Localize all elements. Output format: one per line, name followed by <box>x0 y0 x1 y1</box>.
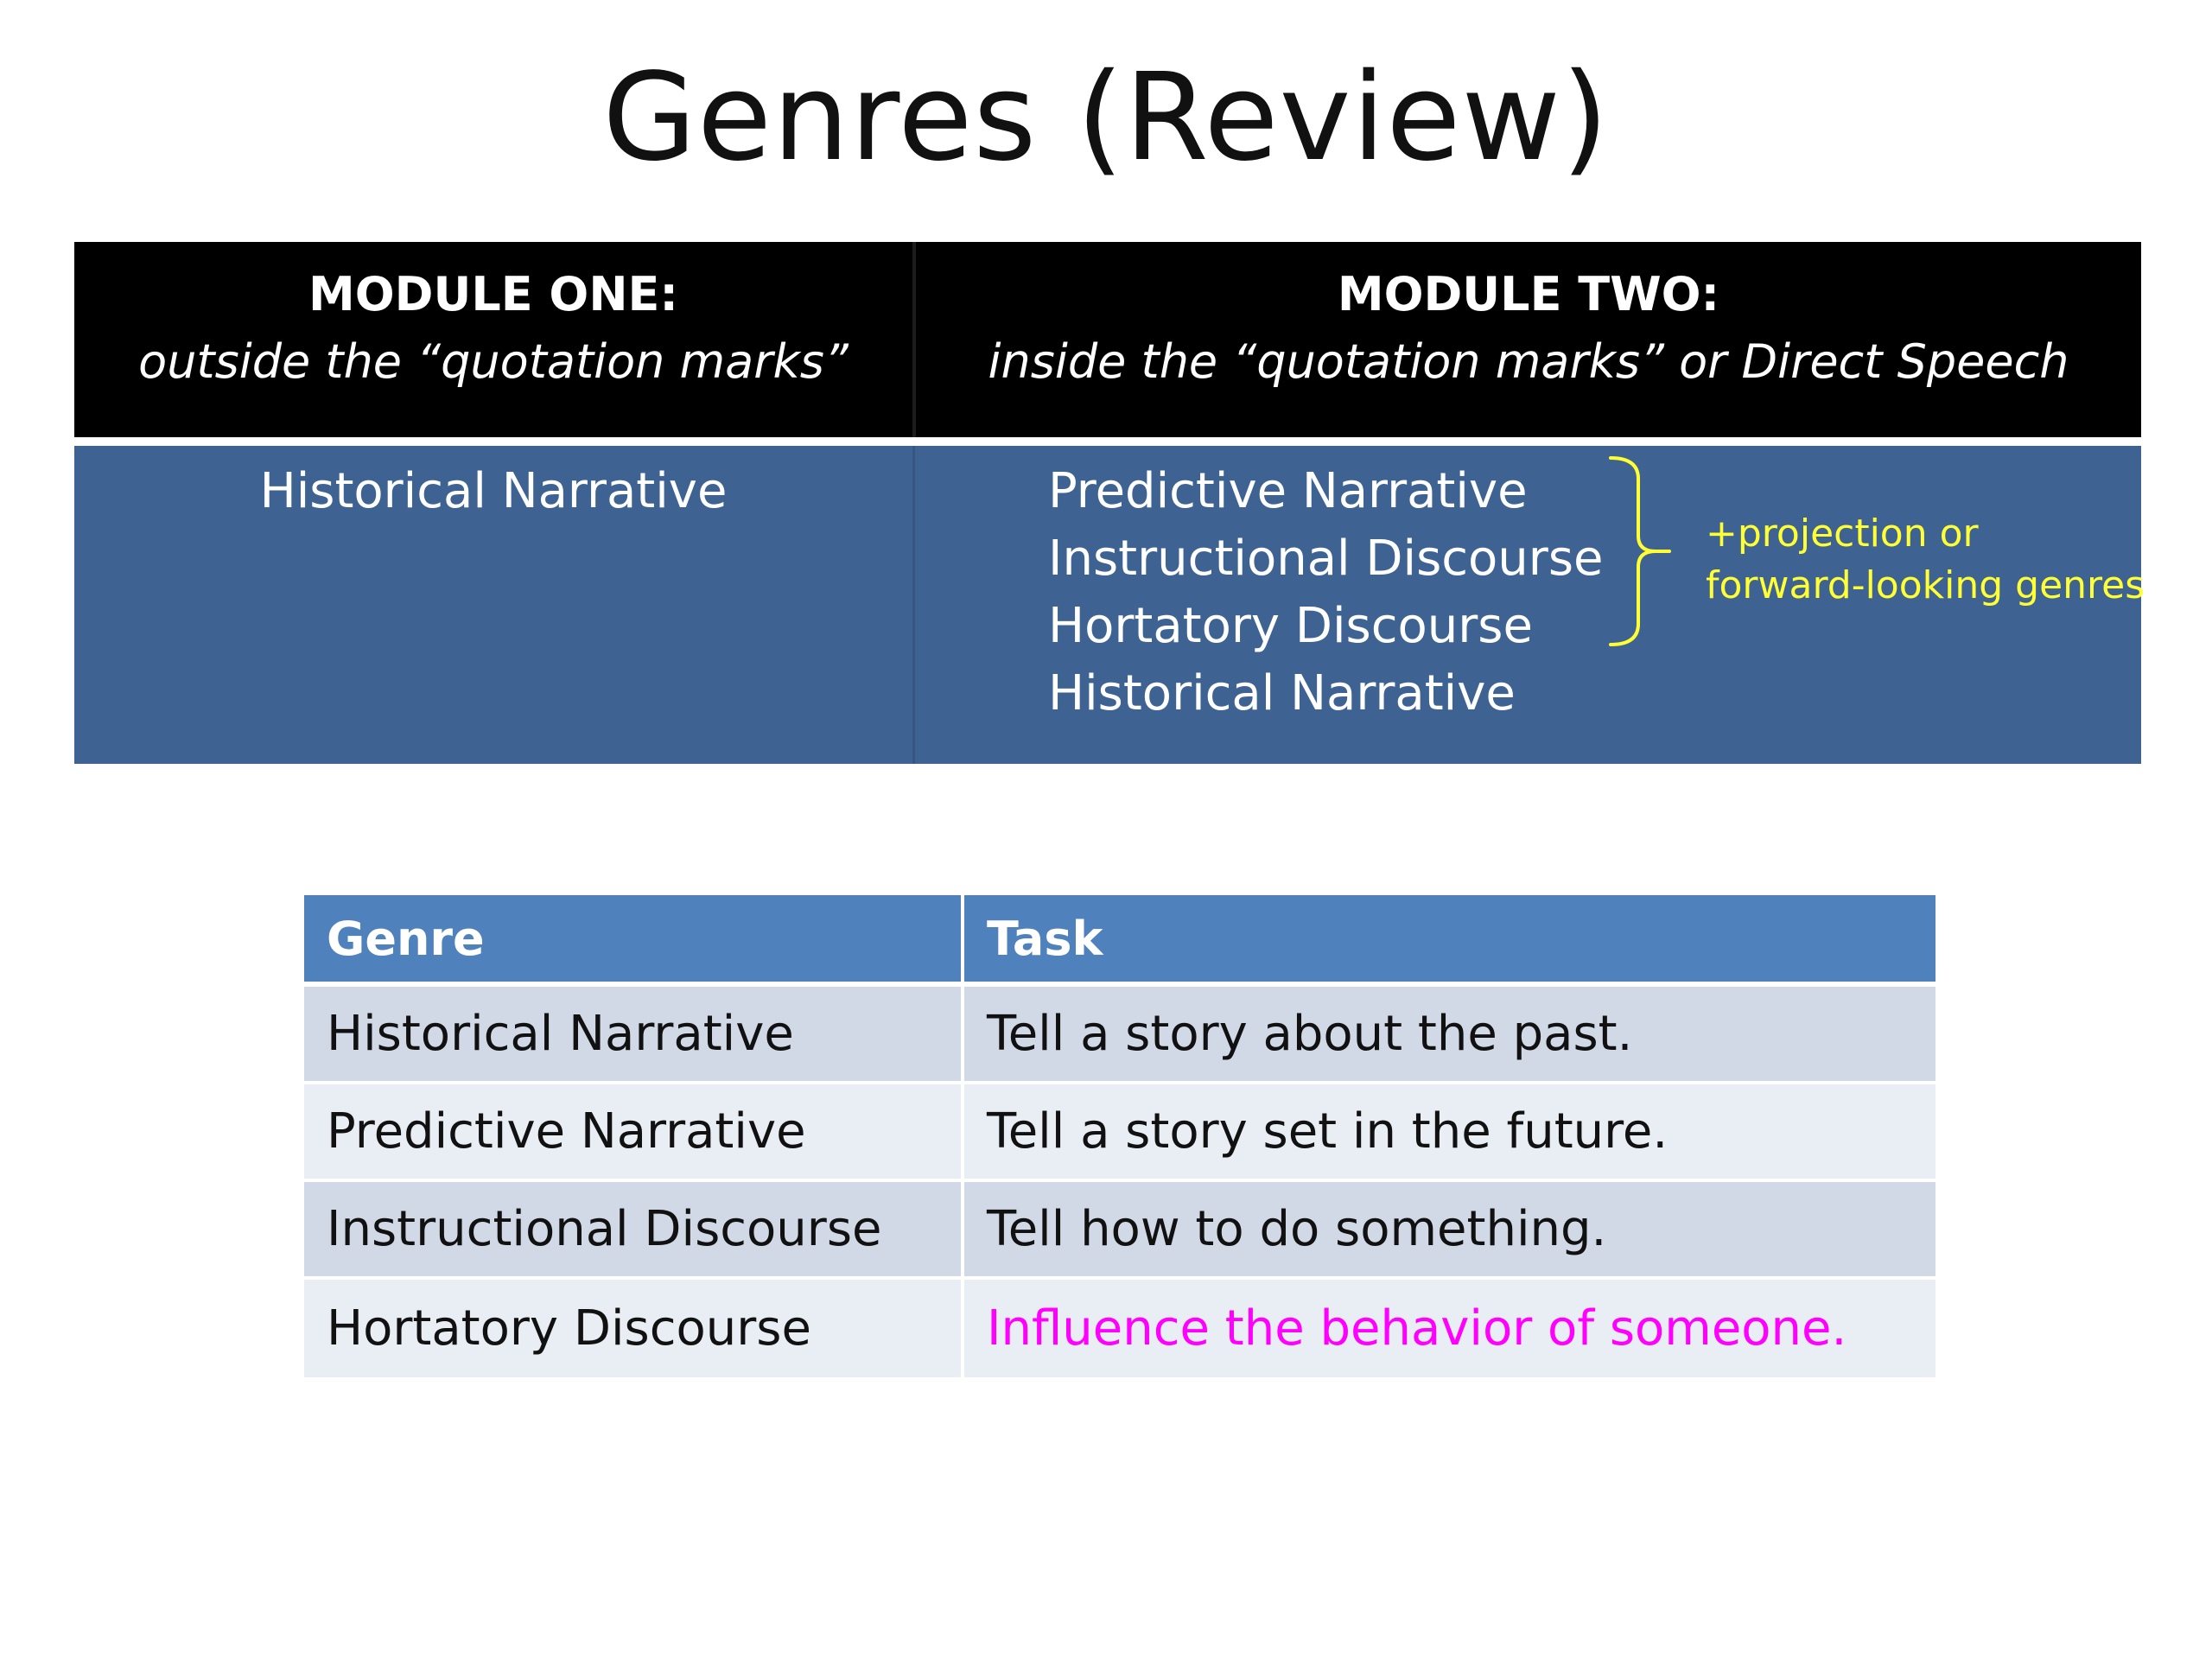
slide-title: Genres (Review) <box>602 48 1610 188</box>
module-two-genre: Predictive Narrative <box>1048 463 1528 519</box>
task-cell-highlighted: Influence the behavior of someone. <box>964 1280 1936 1377</box>
module-two-genre-list: Predictive Narrative Instructional Disco… <box>1048 458 1603 728</box>
annotation-line: +projection or <box>1706 512 1979 556</box>
genre-column-header: Genre <box>304 895 964 987</box>
module-body-row: Historical Narrative Predictive Narrativ… <box>74 442 2145 764</box>
module-one-genre: Historical Narrative <box>259 463 728 519</box>
module-one-header: MODULE ONE: outside the “quotation marks… <box>74 242 912 437</box>
module-two-genre: Instructional Discourse <box>1048 531 1604 587</box>
module-two-genre: Historical Narrative <box>1048 665 1516 721</box>
genre-cell: Historical Narrative <box>304 987 964 1084</box>
task-cell: Tell a story set in the future. <box>964 1084 1936 1182</box>
forward-looking-annotation: +projection or forward-looking genres <box>1706 508 2145 612</box>
table-row: Hortatory Discourse Influence the behavi… <box>304 1280 1936 1377</box>
table-header-row: Genre Task <box>304 895 1936 987</box>
task-cell: Tell a story about the past. <box>964 987 1936 1084</box>
module-header-row: MODULE ONE: outside the “quotation marks… <box>74 242 2141 437</box>
module-two-header: MODULE TWO: inside the “quotation marks”… <box>916 242 2141 437</box>
table-row: Historical Narrative Tell a story about … <box>304 987 1936 1084</box>
task-column-header: Task <box>964 895 1936 987</box>
table-row: Instructional Discourse Tell how to do s… <box>304 1182 1936 1280</box>
task-cell: Tell how to do something. <box>964 1182 1936 1280</box>
annotation-line: forward-looking genres <box>1706 563 2145 607</box>
genre-cell: Predictive Narrative <box>304 1084 964 1182</box>
genre-cell: Instructional Discourse <box>304 1182 964 1280</box>
module-two-heading: MODULE TWO: <box>1337 267 1720 321</box>
module-two-subheading: inside the “quotation marks” or Direct S… <box>988 334 2069 389</box>
module-one-heading: MODULE ONE: <box>308 267 678 321</box>
genre-task-table: Genre Task Historical Narrative Tell a s… <box>304 895 1936 1377</box>
module-comparison-table: MODULE ONE: outside the “quotation marks… <box>74 242 2145 764</box>
module-header-divider <box>912 242 916 437</box>
module-two-genre: Hortatory Discourse <box>1048 598 1533 654</box>
right-brace-icon <box>1609 456 1671 646</box>
genre-cell: Hortatory Discourse <box>304 1280 964 1377</box>
module-body-divider <box>912 446 915 764</box>
table-row: Predictive Narrative Tell a story set in… <box>304 1084 1936 1182</box>
module-one-subheading: outside the “quotation marks” <box>138 334 849 389</box>
